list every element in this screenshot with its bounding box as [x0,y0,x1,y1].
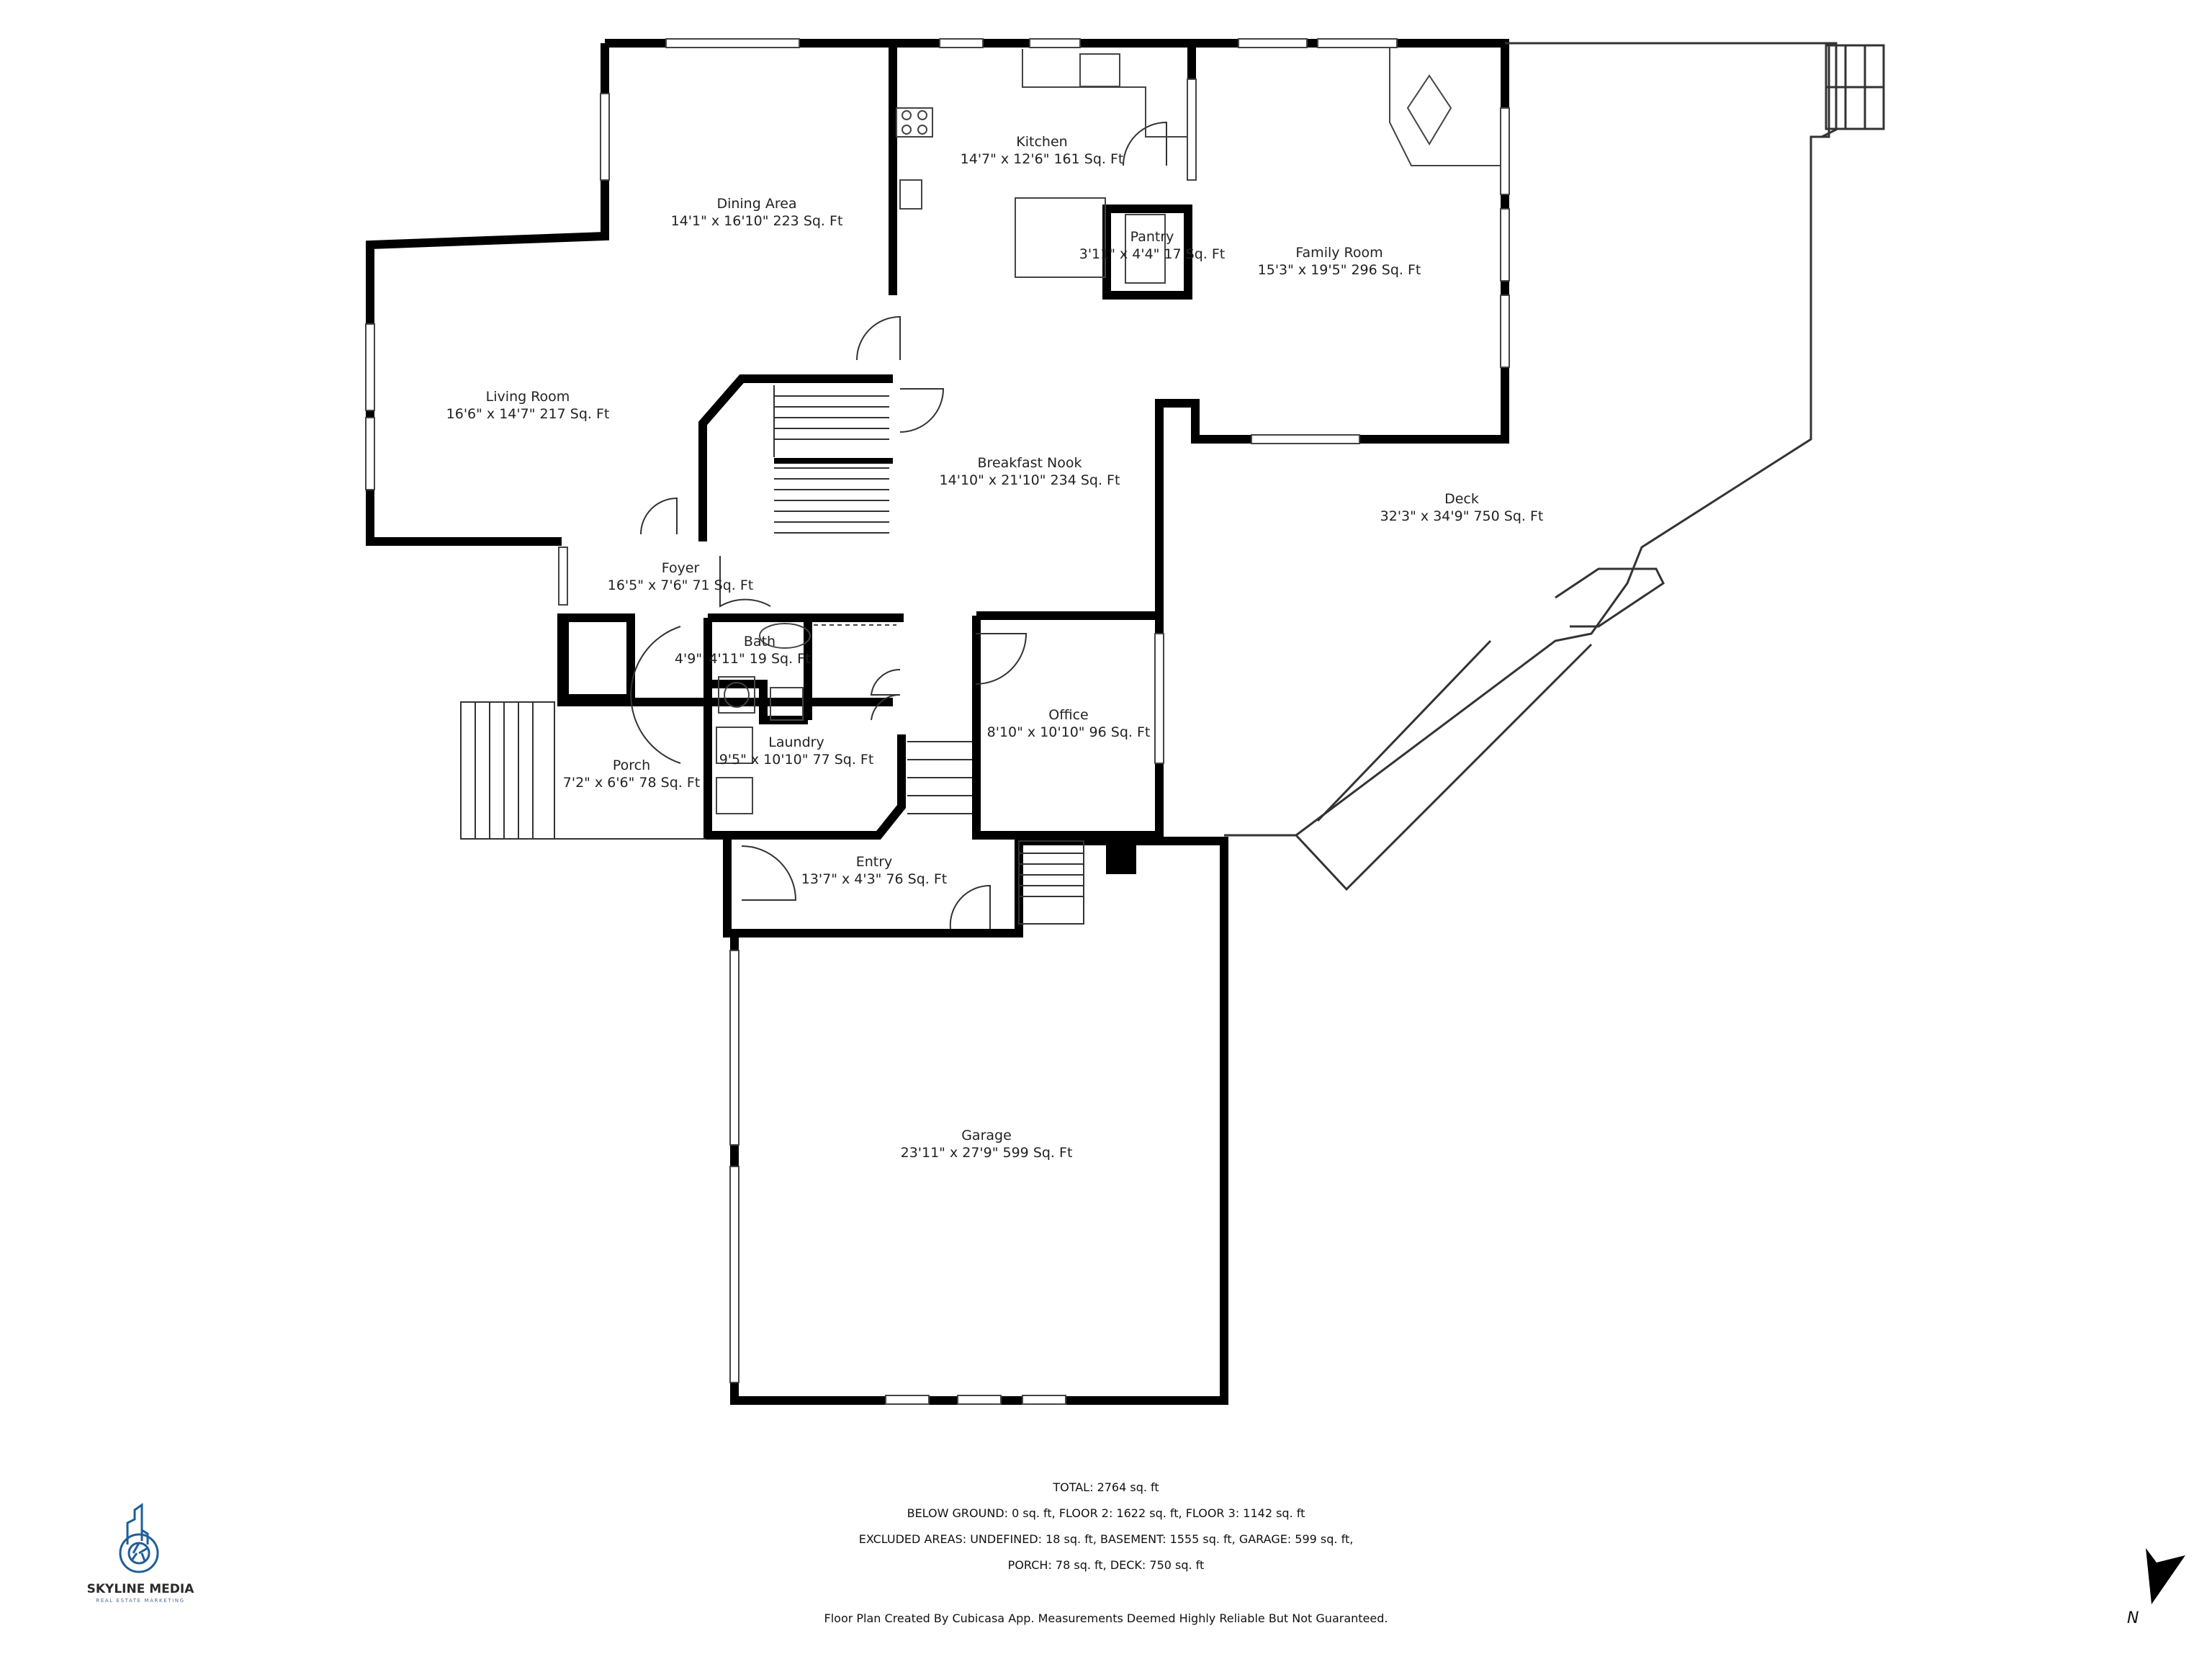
excluded-areas-line-2: PORCH: 78 sq. ft, DECK: 750 sq. ft [1007,1558,1205,1572]
stairs [460,385,1084,925]
excluded-areas-line-1: EXCLUDED AREAS: UNDEFINED: 18 sq. ft, BA… [858,1532,1354,1546]
room-dimensions: 15'3" x 19'5" 296 Sq. Ft [1257,261,1421,278]
room-dimensions: 7'2" x 6'6" 78 Sq. Ft [562,774,701,791]
room-dimensions: 14'10" x 21'10" 234 Sq. Ft [939,472,1120,488]
fixtures [716,47,1501,814]
room-label-dining-area: Dining Area 14'1" x 16'10" 223 Sq. Ft [671,196,843,230]
room-dimensions: 16'6" x 14'7" 217 Sq. Ft [446,405,610,422]
room-dimensions: 14'1" x 16'10" 223 Sq. Ft [670,212,843,229]
room-name: Breakfast Nook [977,455,1082,471]
brand-tagline: REAL ESTATE MARKETING [96,1598,185,1604]
doors [630,121,1167,930]
room-dimensions: 32'3" x 34'9" 750 Sq. Ft [1380,508,1544,524]
room-dimensions: 16'5" x 7'6" 71 Sq. Ft [607,577,754,593]
room-label-deck: Deck 32'3" x 34'9" 750 Sq. Ft [1380,491,1544,526]
room-name: Garage [961,1128,1012,1143]
room-dimensions: 23'11" x 27'9" 599 Sq. Ft [900,1144,1073,1161]
room-name: Deck [1444,491,1479,507]
room-name: Foyer [661,560,700,576]
total-area: TOTAL: 2764 sq. ft [1053,1480,1159,1494]
brand-name: SKYLINE MEDIA [86,1582,194,1596]
room-name: Family Room [1295,245,1383,261]
room-label-laundry: Laundry 9'5" x 10'10" 77 Sq. Ft [719,734,874,769]
room-label-breakfast-nook: Breakfast Nook 14'10" x 21'10" 234 Sq. F… [940,455,1120,490]
floor-breakdown: BELOW GROUND: 0 sq. ft, FLOOR 2: 1622 sq… [907,1506,1305,1520]
north-arrow-icon [2146,1548,2185,1604]
room-label-office: Office 8'10" x 10'10" 96 Sq. Ft [987,707,1151,742]
room-label-entry: Entry 13'7" x 4'3" 76 Sq. Ft [801,854,948,889]
skyline-building-camera-icon [119,1503,159,1573]
room-dimensions: 3'11" x 4'4" 17 Sq. Ft [1079,246,1226,262]
room-label-porch: Porch 7'2" x 6'6" 78 Sq. Ft [563,757,700,792]
north-label: N [2127,1609,2139,1627]
windows [365,38,1510,1405]
room-dimensions: 9'5" x 10'10" 77 Sq. Ft [719,751,874,768]
room-dimensions: 14'7" x 12'6" 161 Sq. Ft [960,150,1124,167]
north-compass: N [2124,1541,2211,1656]
room-label-garage: Garage 23'11" x 27'9" 599 Sq. Ft [901,1128,1073,1162]
room-name: Office [1048,707,1089,723]
room-label-foyer: Foyer 16'5" x 7'6" 71 Sq. Ft [608,560,754,595]
skyline-media-logo: SKYLINE MEDIA REAL ESTATE MARKETING [76,1501,205,1638]
room-dimensions: 4'11" 19 Sq. Ft [709,650,811,667]
room-name: Kitchen [1016,134,1068,150]
room-name: Porch [612,757,651,773]
room-dimensions: 13'7" x 4'3" 76 Sq. Ft [801,871,948,887]
room-name: Entry [855,854,893,870]
room-label-kitchen: Kitchen 14'7" x 12'6" 161 Sq. Ft [961,134,1124,168]
room-label-living-room: Living Room 16'6" x 14'7" 217 Sq. Ft [446,389,610,423]
room-name: Laundry [768,734,824,750]
room-name: Dining Area [716,196,797,212]
room-label-bath: Bath 4'11" 19 Sq. Ft [709,634,810,668]
disclaimer: Floor Plan Created By Cubicasa App. Meas… [824,1611,1388,1625]
room-label-family-room: Family Room 15'3" x 19'5" 296 Sq. Ft [1258,245,1421,279]
room-name: Bath [743,634,776,649]
room-label-pantry: Pantry 3'11" x 4'4" 17 Sq. Ft [1079,229,1226,264]
bath-width-label: 4'9" [674,651,703,667]
room-name: Pantry [1130,229,1174,245]
room-name: Living Room [485,389,570,405]
room-dimensions: 8'10" x 10'10" 96 Sq. Ft [986,724,1151,740]
deck-outline [1224,42,1885,891]
